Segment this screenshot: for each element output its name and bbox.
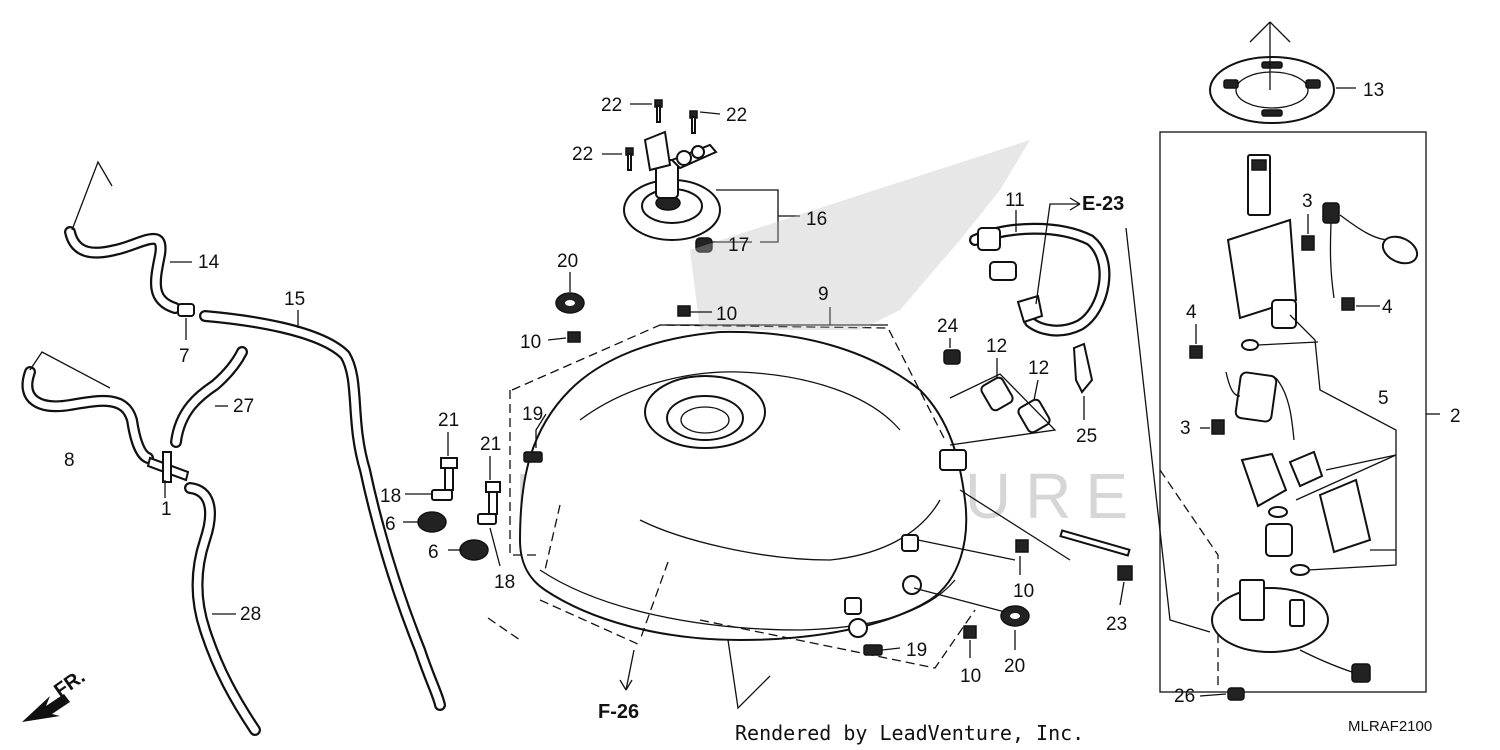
callout-10-top: 10 xyxy=(716,304,737,325)
reference-f26[interactable]: F-26 xyxy=(598,701,639,723)
grommet-17[interactable] xyxy=(695,237,713,253)
callout-4-right: 4 xyxy=(1382,297,1393,318)
front-label: FR. xyxy=(50,666,89,703)
pump-bracket[interactable] xyxy=(1247,154,1271,216)
callout-1: 1 xyxy=(161,499,172,520)
callout-14: 14 xyxy=(198,252,220,273)
callout-3-bottom: 3 xyxy=(1180,418,1191,439)
hose-15[interactable] xyxy=(199,310,446,711)
callout-18-top: 18 xyxy=(380,486,401,507)
hose-27[interactable] xyxy=(170,346,248,448)
callout-18-bottom: 18 xyxy=(494,572,515,593)
pad-19-bottom[interactable] xyxy=(863,644,883,656)
grommet-20-bottom[interactable] xyxy=(1000,605,1030,627)
callout-28: 28 xyxy=(240,604,261,625)
clip-10-top[interactable] xyxy=(567,305,691,343)
hose-14[interactable] xyxy=(64,160,181,314)
nut-26[interactable] xyxy=(1227,687,1245,701)
joint-1[interactable] xyxy=(146,451,190,483)
pump-housing[interactable] xyxy=(1226,218,1298,329)
screw-4-top[interactable] xyxy=(1341,297,1355,311)
clip-3-bottom[interactable] xyxy=(1211,419,1225,435)
bolts-22[interactable] xyxy=(625,99,698,171)
fill-area xyxy=(690,140,1030,330)
pump-motor[interactable] xyxy=(1225,371,1295,441)
callout-20-top: 20 xyxy=(557,251,578,272)
callout-26: 26 xyxy=(1174,686,1195,707)
clip-10-mid[interactable] xyxy=(1015,539,1029,553)
callout-24: 24 xyxy=(937,316,959,337)
bolt-21-left[interactable] xyxy=(417,457,458,533)
fuel-cap-assembly-16[interactable] xyxy=(623,130,721,241)
callout-9: 9 xyxy=(818,284,829,305)
fittings-12[interactable] xyxy=(980,376,1052,434)
hose-28[interactable] xyxy=(184,482,261,736)
connector-7[interactable] xyxy=(177,303,195,317)
bolt-21-right[interactable] xyxy=(459,481,501,561)
callout-22-right: 22 xyxy=(726,105,747,126)
callout-16: 16 xyxy=(806,209,827,230)
clip-3-top[interactable] xyxy=(1301,235,1315,251)
callout-11: 11 xyxy=(1005,190,1025,211)
callout-2: 2 xyxy=(1450,406,1461,427)
callout-10-bottom: 10 xyxy=(960,666,981,687)
callout-7: 7 xyxy=(179,346,190,367)
callout-12-right: 12 xyxy=(1028,358,1049,379)
callout-8: 8 xyxy=(64,450,75,471)
fuel-level-sensor[interactable] xyxy=(1322,202,1421,299)
pump-parts-lower[interactable] xyxy=(1240,450,1372,576)
grommet-20-top[interactable] xyxy=(555,292,585,314)
nut-24[interactable] xyxy=(943,349,961,365)
pump-group-box xyxy=(1159,131,1427,693)
credit-text: Rendered by LeadVenture, Inc. xyxy=(735,721,1084,745)
callout-21-right: 21 xyxy=(480,434,501,455)
diagram-code: MLRAF2100 xyxy=(1348,718,1432,735)
callout-5: 5 xyxy=(1378,388,1389,409)
pad-19-left[interactable] xyxy=(523,451,543,463)
oring-ring[interactable] xyxy=(1241,339,1259,351)
front-direction-arrow: FR. xyxy=(22,666,89,722)
callout-19-top: 19 xyxy=(522,404,543,425)
callout-10-mid: 10 xyxy=(1013,581,1034,602)
strainer-13[interactable] xyxy=(1209,21,1335,124)
callout-10-topleft: 10 xyxy=(520,332,541,353)
callout-22-left: 22 xyxy=(572,144,593,165)
callout-6-top: 6 xyxy=(385,514,396,535)
callout-19-bottom: 19 xyxy=(906,640,927,661)
callout-15: 15 xyxy=(284,289,305,310)
callout-27: 27 xyxy=(233,396,254,417)
clip-10-bottom[interactable] xyxy=(963,625,977,639)
callout-21-left: 21 xyxy=(438,410,459,431)
callout-13: 13 xyxy=(1363,80,1384,101)
callout-3-top: 3 xyxy=(1302,191,1313,212)
bolt-23[interactable] xyxy=(1059,529,1133,581)
reference-e23[interactable]: E-23 xyxy=(1082,193,1124,215)
callout-25: 25 xyxy=(1076,426,1097,447)
callout-20-bottom: 20 xyxy=(1004,656,1025,677)
callout-4-left: 4 xyxy=(1186,302,1197,323)
callout-6-bottom: 6 xyxy=(428,542,439,563)
callout-17: 17 xyxy=(728,235,749,256)
callout-22-top: 22 xyxy=(601,95,622,116)
pump-flange[interactable] xyxy=(1211,579,1371,683)
hose-8[interactable] xyxy=(21,351,154,464)
callout-12-left: 12 xyxy=(986,336,1007,357)
screw-4-left[interactable] xyxy=(1189,345,1203,359)
bracket-25[interactable] xyxy=(1072,342,1094,394)
fuel-tank-9[interactable] xyxy=(518,330,968,642)
callout-23: 23 xyxy=(1106,614,1127,635)
